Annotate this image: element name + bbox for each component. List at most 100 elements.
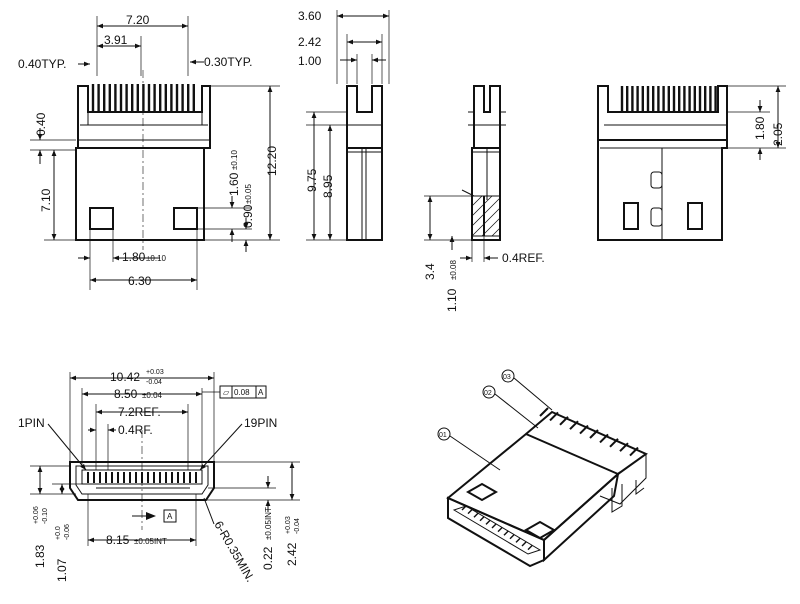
rear-latch-upper — [650, 171, 663, 189]
dim-section-height: 3.4 — [423, 263, 437, 280]
dim-window-height-tol: ±0.10 — [230, 149, 239, 170]
dim-depth: 3.60 — [298, 9, 322, 23]
iso-contact — [527, 545, 533, 551]
section-view: 3.4 0.4REF. 1.10 ±0.08 — [423, 85, 545, 312]
iso-contact — [473, 512, 479, 518]
dim-step-height: 0.40 — [34, 112, 48, 136]
iso-pin — [539, 407, 549, 417]
iso-contact — [515, 537, 521, 543]
iso-pin — [599, 433, 609, 444]
iso-pin — [579, 424, 589, 435]
dim-window-offset: 0.90 — [241, 204, 255, 228]
dim-window-width-tol: ±0.10 — [146, 254, 167, 263]
callout-03 — [501, 369, 515, 383]
flatness-datum: A — [258, 388, 264, 397]
iso-front-face — [447, 496, 545, 568]
dim-contact-pitch: 0.4RF. — [118, 423, 153, 437]
dim-height-opening: 0.22 — [261, 546, 275, 570]
dim-corner-radius: 6-R0.35MIN. — [211, 519, 257, 585]
flatness-value: 0.08 — [234, 388, 250, 397]
datum-a-box — [163, 509, 177, 523]
iso-contact — [521, 541, 527, 547]
dim-window-span: 6.30 — [128, 274, 152, 288]
iso-contact — [497, 527, 503, 533]
front-window-right — [173, 207, 198, 230]
dim-rear-b: 2.05 — [771, 122, 785, 146]
dim-height-b: 8.95 — [321, 174, 335, 198]
dim-height-a: 9.75 — [305, 168, 319, 192]
dim-section-ref: 0.4REF. — [502, 251, 545, 265]
dim-total-height: 12.20 — [265, 146, 279, 176]
flatness-symbol: ⏥ — [223, 388, 230, 397]
rear-view: 1.80 2.05 — [597, 85, 786, 241]
dim-height-outer-tol-minus: -0.10 — [42, 508, 49, 524]
dim-face-span-tol: ±0.04 — [142, 391, 163, 400]
dim-height-total-tol-plus: +0.03 — [285, 516, 292, 534]
rear-view-pins — [620, 86, 717, 112]
callout-02-label: 02 — [484, 390, 492, 397]
iso-pin — [559, 416, 569, 426]
mating-face-contacts — [87, 472, 197, 483]
dim-height-outer-tol-plus: +0.06 — [33, 506, 40, 524]
callout-02 — [482, 385, 496, 399]
iso-contact — [509, 534, 515, 540]
dim-depth-lead: 1.00 — [298, 54, 322, 68]
dim-inner-width-tol: ±0.05INT — [134, 537, 167, 546]
mating-face-view: 10.42 +0.03 -0.04 8.50 ±0.04 ⏥ 0.08 A 7.… — [18, 369, 301, 584]
callout-01 — [437, 427, 451, 441]
rear-window-right — [687, 202, 703, 230]
iso-window-front — [465, 482, 499, 502]
section-view-outline — [471, 85, 501, 241]
iso-contact — [479, 516, 485, 522]
label-pin-first: 1PIN — [18, 416, 45, 430]
iso-top-face — [446, 432, 620, 542]
dim-rear-a: 1.80 — [753, 116, 767, 140]
dim-center-span: 3.91 — [104, 33, 128, 47]
dim-width-total: 7.20 — [126, 13, 150, 27]
front-view-pins — [91, 84, 196, 112]
iso-contact — [485, 519, 491, 525]
dim-window-height: 1.60 — [227, 172, 241, 196]
side-view: 3.60 2.42 1.00 9.75 8.95 — [298, 9, 390, 241]
front-window-left — [89, 207, 114, 230]
rear-latch-lower — [650, 207, 663, 227]
iso-pin — [619, 442, 629, 452]
iso-pin — [609, 438, 619, 448]
dim-window-width: 1.80 — [122, 250, 146, 264]
callout-01-label: 01 — [439, 432, 447, 439]
callout-03-label: 03 — [503, 374, 511, 381]
dim-face-width: 10.42 — [110, 370, 140, 384]
iso-pin — [569, 420, 579, 430]
label-pin-last: 19PIN — [244, 416, 277, 430]
iso-contact — [491, 523, 497, 529]
iso-pins — [539, 407, 639, 457]
datum-a-label: A — [167, 512, 173, 521]
iso-pin — [549, 411, 559, 422]
dim-face-span: 8.50 — [114, 387, 138, 401]
isometric-view: 01 02 03 — [437, 369, 649, 568]
front-view: 7.20 3.91 0.40TYP. 0.30TYP. 0.40 7.10 12… — [18, 13, 280, 290]
iso-contacts — [461, 505, 533, 551]
dim-lead-thickness: 1.10 — [445, 288, 459, 312]
dim-height-inner-tol-plus: +0.0 — [55, 526, 62, 540]
dim-height-total: 2.42 — [285, 542, 299, 566]
iso-contact — [467, 509, 473, 515]
iso-window-rear — [523, 520, 557, 540]
dim-pitch-right: 0.30TYP. — [204, 55, 252, 69]
dim-body-height: 7.10 — [39, 188, 53, 212]
iso-contact — [503, 530, 509, 536]
dim-inner-width: 8.15 — [106, 533, 130, 547]
side-view-outline — [346, 85, 383, 241]
rear-window-left — [623, 202, 639, 230]
dim-height-outer: 1.83 — [33, 544, 47, 568]
dim-face-width-tol-plus: +0.03 — [146, 369, 164, 376]
dim-depth-mid: 2.42 — [298, 35, 322, 49]
iso-pin — [589, 429, 599, 439]
dim-contact-span: 7.2REF. — [118, 405, 161, 419]
dim-height-total-tol-minus: -0.04 — [294, 518, 301, 534]
dim-pitch-left: 0.40TYP. — [18, 57, 66, 71]
dim-height-inner-tol-minus: -0.06 — [64, 524, 71, 540]
iso-pin — [629, 446, 639, 457]
dim-lead-thickness-tol: ±0.08 — [449, 259, 458, 280]
